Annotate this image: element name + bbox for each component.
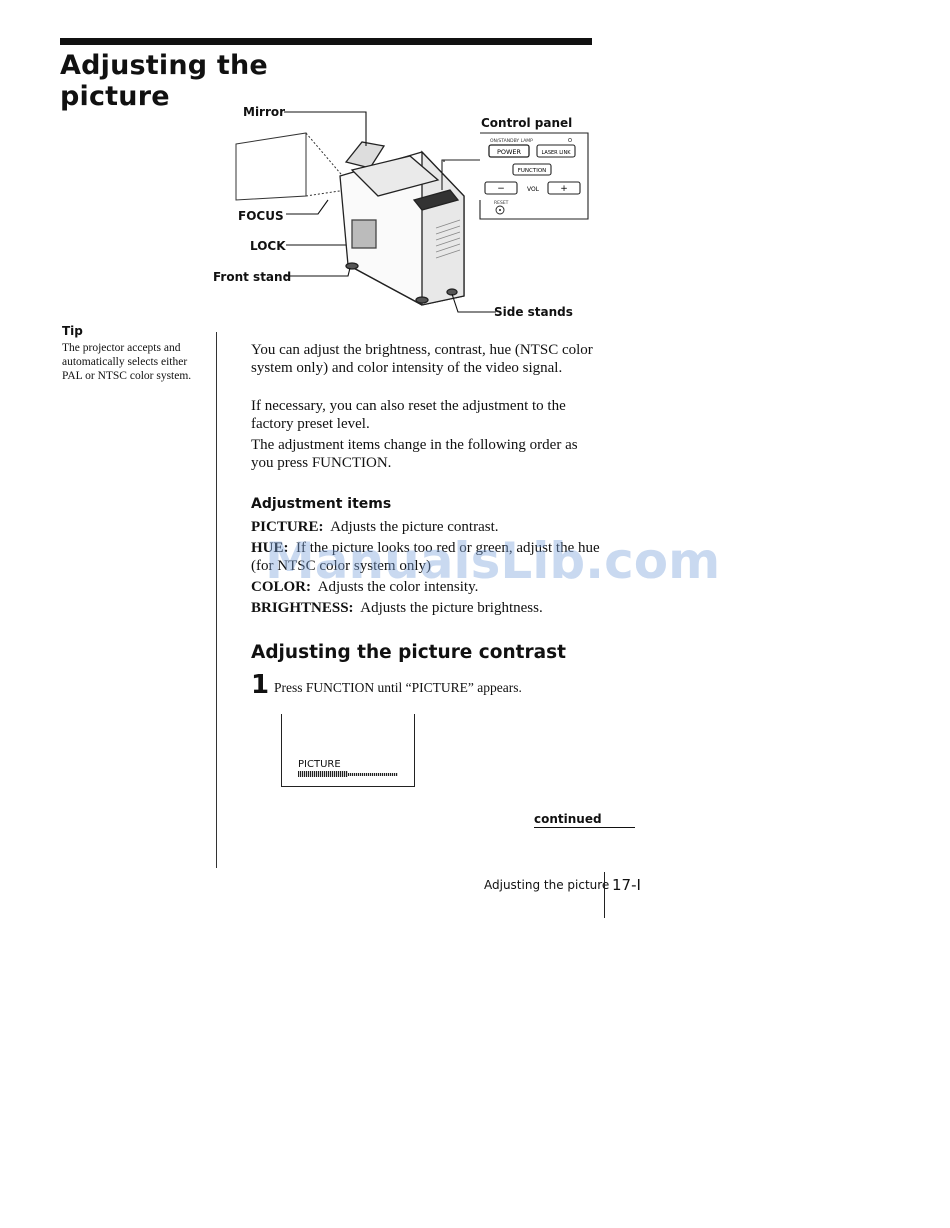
level-tick — [332, 771, 334, 777]
level-tick — [362, 773, 364, 776]
vol-minus-button — [484, 181, 518, 195]
level-tick — [356, 773, 358, 776]
level-tick — [368, 773, 370, 776]
laser-link-button-label: LASER LINK — [542, 150, 572, 156]
projector-body — [339, 141, 465, 306]
level-tick — [388, 773, 390, 776]
level-tick — [360, 773, 362, 776]
footer-rule — [604, 872, 605, 918]
tip-body: The projector accepts and automatically … — [62, 342, 192, 382]
step-number: 1 — [251, 670, 270, 700]
label-mirror: Mirror — [243, 105, 286, 119]
level-tick — [370, 773, 372, 776]
level-tick — [346, 771, 348, 777]
section-heading: Adjusting the picture contrast — [251, 642, 566, 663]
level-tick — [316, 771, 318, 777]
adjustment-item: BRIGHTNESS: Adjusts the picture brightne… — [251, 600, 543, 616]
level-tick — [338, 771, 340, 777]
laser-link-button — [536, 144, 576, 158]
level-tick — [350, 773, 352, 776]
level-tick — [336, 771, 338, 777]
vol-plus-button — [547, 181, 581, 195]
level-tick — [342, 771, 344, 777]
continued-label: continued — [534, 812, 602, 826]
vol-label: VOL — [527, 186, 540, 193]
projected-image — [235, 132, 347, 201]
indicator-labels: ON/STANDBY LAMP — [490, 138, 533, 144]
level-tick — [334, 771, 336, 777]
intro-paragraph: You can adjust the brightness, contrast,… — [251, 342, 593, 376]
level-tick — [318, 771, 320, 777]
label-control-panel: Control panel — [481, 116, 573, 130]
level-tick — [376, 773, 378, 776]
level-tick — [378, 773, 380, 776]
level-tick — [394, 773, 396, 776]
level-tick — [364, 773, 366, 776]
level-tick — [328, 771, 330, 777]
label-front-stand: Front stand — [213, 270, 292, 284]
vol-minus-label: − — [497, 184, 505, 194]
level-tick — [348, 773, 350, 776]
page-number: 17-I — [612, 876, 641, 894]
adjustment-item: HUE: If the picture looks too red or gre… — [251, 540, 600, 574]
adjustment-item: PICTURE: Adjusts the picture contrast. — [251, 519, 499, 535]
function-button — [512, 163, 552, 176]
level-tick — [330, 771, 332, 777]
level-tick — [304, 771, 306, 777]
vol-plus-label: + — [560, 184, 568, 194]
adjustment-heading: Adjustment items — [251, 496, 392, 512]
level-tick — [298, 771, 300, 777]
level-tick — [340, 771, 342, 777]
level-tick — [382, 773, 384, 776]
level-tick — [306, 771, 308, 777]
level-tick — [312, 771, 314, 777]
function-button-label: FUNCTION — [518, 168, 547, 174]
label-side-stands: Side stands — [494, 305, 573, 319]
reset-label: RESET — [494, 200, 509, 206]
level-tick — [324, 771, 326, 777]
level-tick — [308, 771, 310, 777]
level-tick — [310, 771, 312, 777]
level-tick — [320, 771, 322, 777]
screen-display: PICTURE — [281, 714, 415, 787]
intro-paragraph: The adjustment items change in the follo… — [251, 437, 578, 471]
tip-heading: Tip — [62, 324, 83, 338]
label-focus: FOCUS — [238, 209, 284, 223]
intro-paragraph: If necessary, you can also reset the adj… — [251, 398, 566, 432]
screen-label: PICTURE — [298, 759, 341, 770]
power-button — [488, 144, 530, 158]
control-panel-inset: ON/STANDBY LAMP POWER LASER LINK FUNCTIO… — [441, 132, 589, 220]
level-tick — [358, 773, 360, 776]
continued-rule — [534, 827, 635, 828]
watermark: ManualsLib.com — [265, 532, 721, 590]
level-tick — [372, 773, 374, 776]
picture-level-bar — [298, 771, 398, 777]
level-tick — [344, 771, 346, 777]
title-rule — [60, 38, 592, 45]
level-tick — [396, 773, 398, 776]
level-tick — [302, 771, 304, 777]
level-tick — [352, 773, 354, 776]
level-tick — [384, 773, 386, 776]
level-tick — [326, 771, 328, 777]
projector-figure — [235, 111, 496, 313]
power-button-label: POWER — [497, 148, 522, 156]
level-tick — [314, 771, 316, 777]
level-tick — [354, 773, 356, 776]
step-text: Press FUNCTION until “PICTURE” appears. — [274, 680, 522, 695]
column-divider — [216, 332, 217, 868]
page-title: Adjusting the picture — [60, 50, 268, 112]
adjustment-item: COLOR: Adjusts the color intensity. — [251, 579, 479, 595]
level-tick — [380, 773, 382, 776]
level-tick — [390, 773, 392, 776]
label-lock: LOCK — [250, 239, 286, 253]
level-tick — [322, 771, 324, 777]
level-tick — [366, 773, 368, 776]
level-tick — [386, 773, 388, 776]
level-tick — [374, 773, 376, 776]
footer-section: Adjusting the picture — [484, 878, 610, 892]
level-tick — [392, 773, 394, 776]
level-tick — [300, 771, 302, 777]
